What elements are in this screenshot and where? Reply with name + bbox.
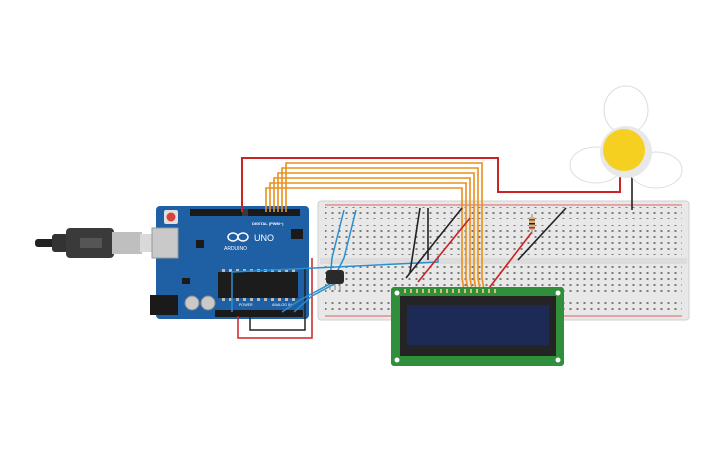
- wire-black-board[interactable]: [405, 172, 633, 279]
- wire-black-ground[interactable]: [249, 268, 306, 331]
- wire-red-board[interactable]: [417, 217, 533, 293]
- fan-icon[interactable]: [569, 85, 683, 189]
- arduino-uno-board[interactable]: ARDUINO UNO DIGITAL (PWM~) POWER ANALOG …: [150, 206, 309, 319]
- arduino-model-label: UNO: [254, 233, 274, 243]
- fan-hub: [603, 129, 645, 171]
- resistor-icon[interactable]: [529, 214, 535, 234]
- usb-plug-icon[interactable]: [35, 228, 158, 258]
- arduino-brand-label: ARDUINO: [224, 246, 247, 252]
- wire-orange-bundle[interactable]: [265, 162, 485, 291]
- reset-button[interactable]: [166, 212, 176, 222]
- digital-header-label: DIGITAL (PWM~): [252, 221, 284, 226]
- temperature-sensor-icon[interactable]: [326, 270, 344, 290]
- wire-red-power[interactable]: [237, 258, 313, 339]
- lcd-screen: [407, 305, 549, 345]
- arduino-logo-icon: [227, 232, 249, 242]
- analog-header-label: ANALOG IN: [272, 303, 292, 307]
- lcd-display[interactable]: [391, 287, 564, 366]
- wire-red-fan[interactable]: [241, 157, 621, 212]
- power-header-label: POWER: [239, 303, 253, 307]
